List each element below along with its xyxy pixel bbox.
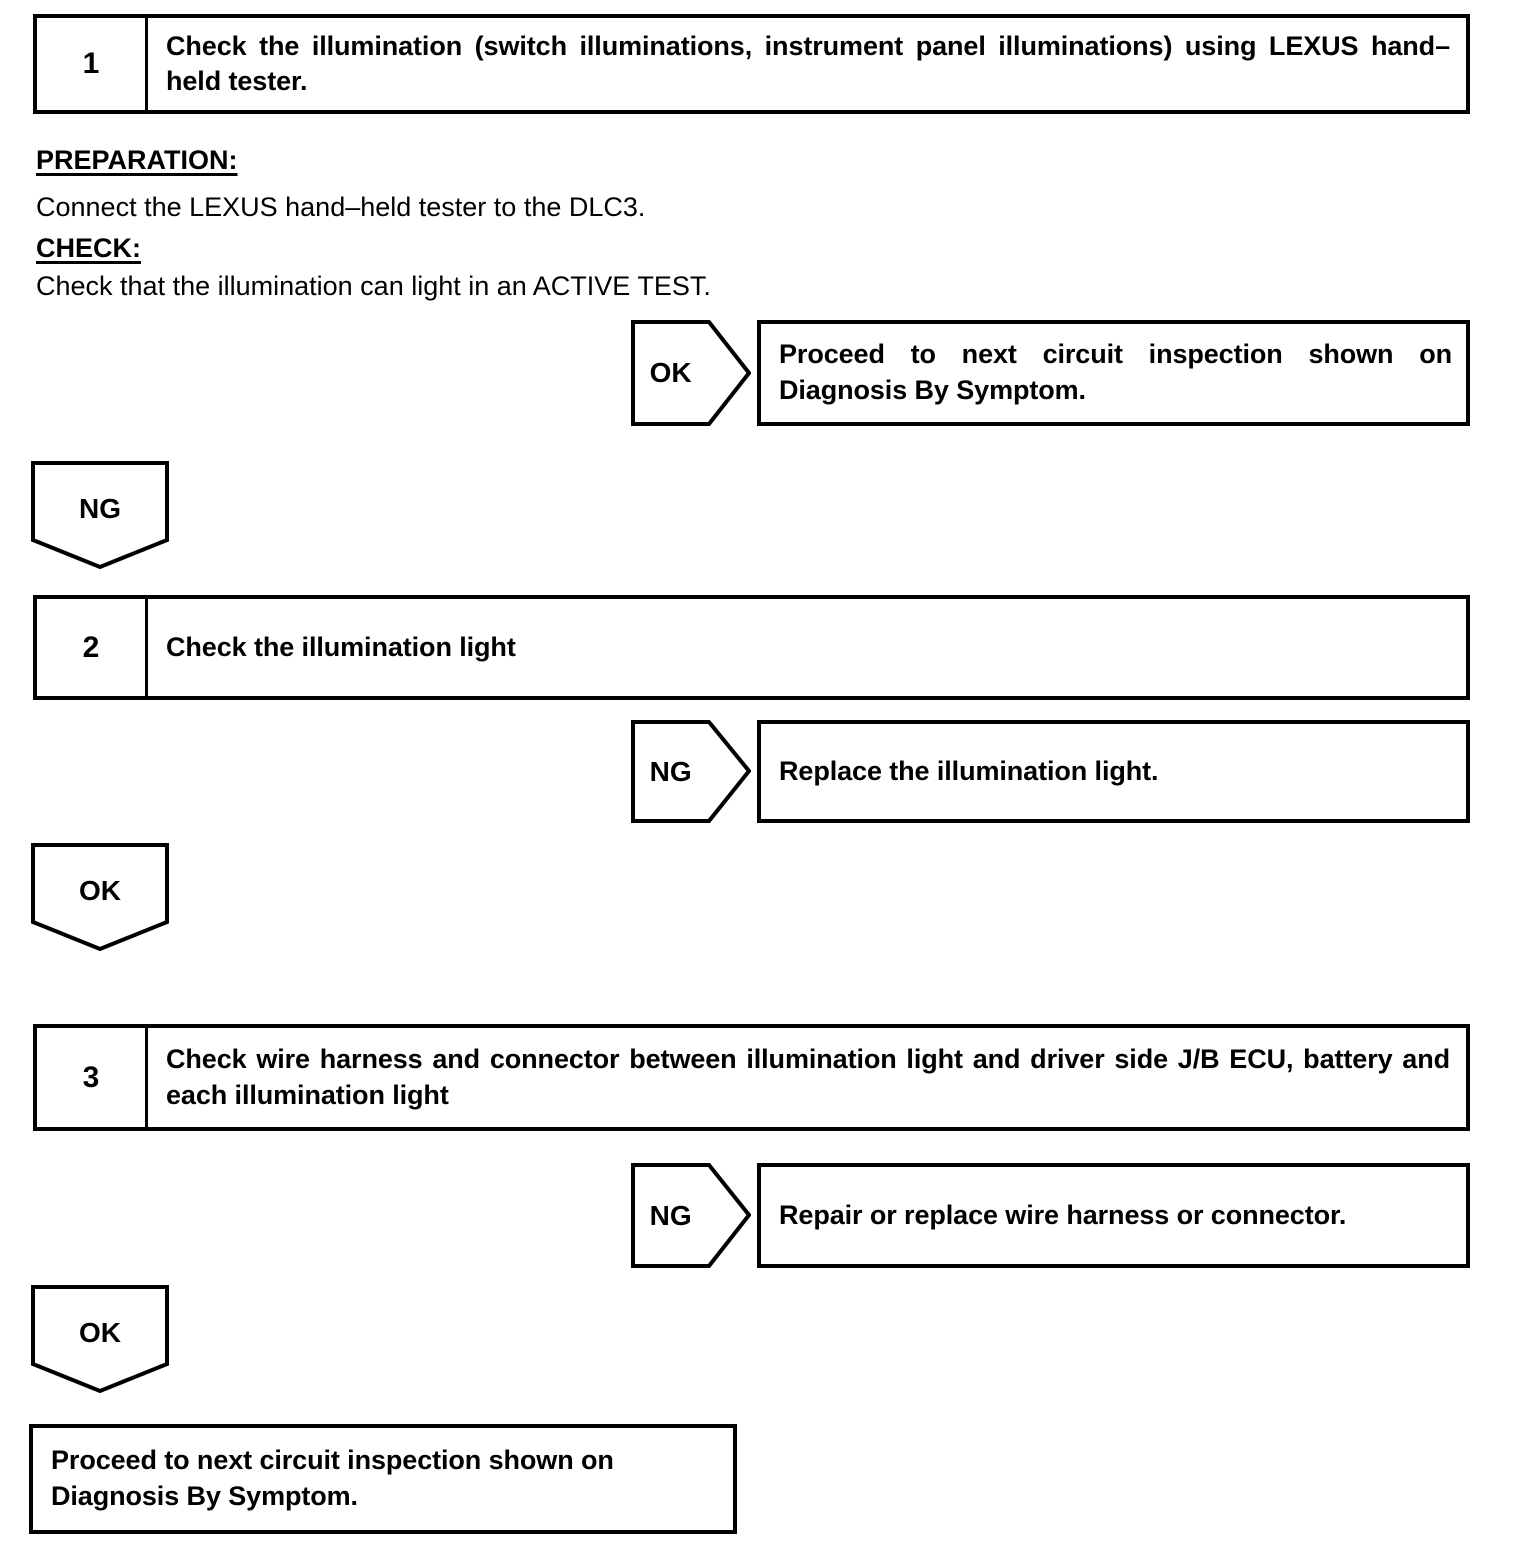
judgement-label-ng: NG (79, 493, 121, 524)
result-box-step3-ng: Repair or replace wire harness or connec… (757, 1163, 1470, 1268)
judgement-label-ok: OK (649, 357, 692, 388)
judgement-arrow-ng-step3: NG (631, 1163, 751, 1268)
judgement-label-ok: OK (79, 875, 121, 906)
step-number-2: 2 (37, 599, 148, 696)
judgement-label-ok: OK (79, 1317, 121, 1348)
preparation-heading: PREPARATION: (36, 145, 238, 175)
result-box-step1-ok: Proceed to next circuit inspection shown… (757, 320, 1470, 426)
step-text-1: Check the illumination (switch illuminat… (166, 30, 1450, 96)
result-text-final: Proceed to next circuit inspection shown… (51, 1445, 614, 1511)
step-box-3: 3 Check wire harness and connector betwe… (33, 1024, 1470, 1131)
check-body: Check that the illumination can light in… (36, 271, 711, 301)
result-text-step3-ng: Repair or replace wire harness or connec… (779, 1199, 1347, 1230)
step-number-3: 3 (37, 1028, 148, 1127)
result-text-step1-ok: Proceed to next circuit inspection shown… (779, 339, 1452, 405)
judgement-label-ng: NG (649, 755, 692, 787)
result-box-final: Proceed to next circuit inspection shown… (29, 1424, 737, 1534)
step-box-2: 2 Check the illumination light (33, 595, 1470, 700)
judgement-arrow-ok-step1: OK (631, 320, 751, 426)
step-text-2: Check the illumination light (166, 631, 516, 662)
judgement-arrow-ok-step2: OK (31, 843, 169, 951)
judgement-arrow-ok-step3: OK (31, 1285, 169, 1393)
judgement-label-ng: NG (649, 1199, 692, 1231)
judgement-arrow-ng-step2: NG (631, 720, 751, 823)
result-box-step2-ng: Replace the illumination light. (757, 720, 1470, 823)
judgement-arrow-ng-step1: NG (31, 461, 169, 569)
step-number-1: 1 (37, 18, 148, 110)
preparation-body: Connect the LEXUS hand–held tester to th… (36, 192, 646, 222)
result-text-step2-ng: Replace the illumination light. (779, 755, 1159, 786)
step-text-3: Check wire harness and connector between… (166, 1044, 1450, 1110)
step-box-1: 1 Check the illumination (switch illumin… (33, 14, 1470, 114)
check-heading: CHECK: (36, 233, 141, 263)
